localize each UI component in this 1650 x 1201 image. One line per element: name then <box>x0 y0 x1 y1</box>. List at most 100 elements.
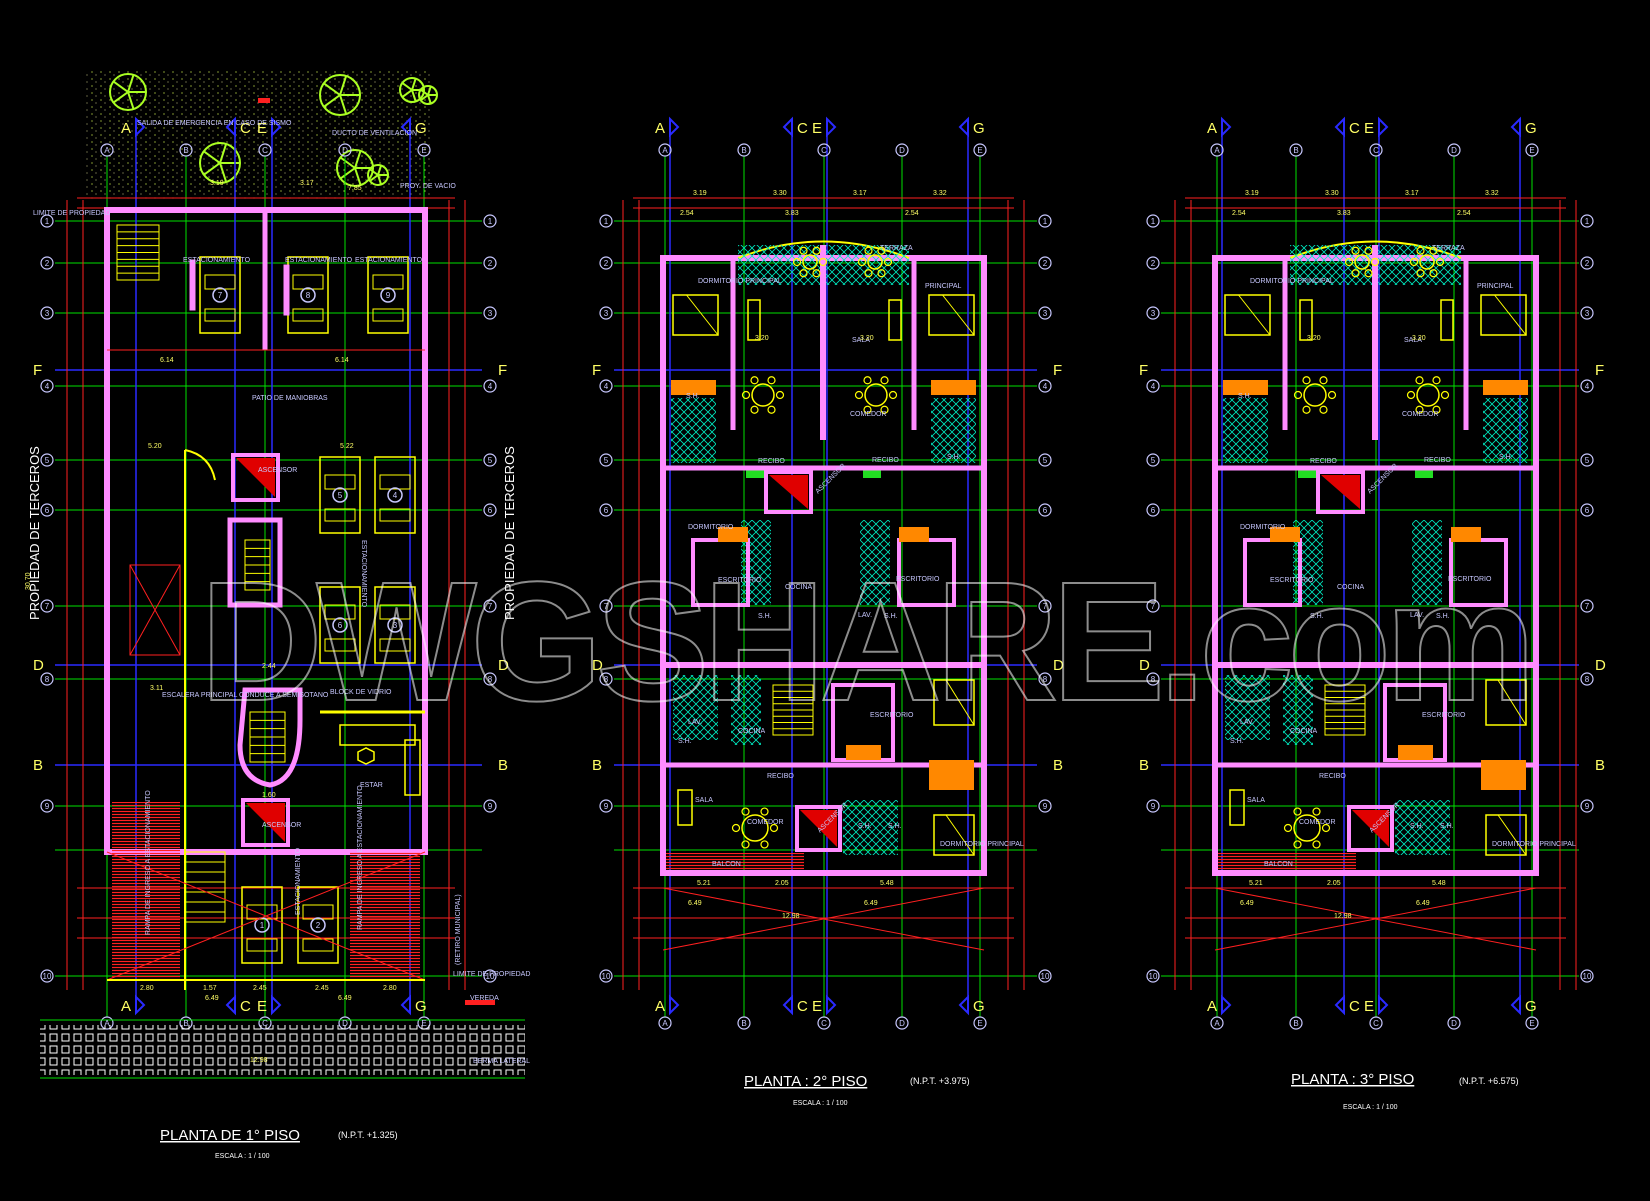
axis-marker-icon <box>1510 994 1521 1016</box>
room-label: S.H. <box>947 454 961 461</box>
grid-bubble <box>40 256 54 270</box>
dining-table-icon <box>1303 383 1327 407</box>
axis-letter: B <box>33 757 43 774</box>
grid-bubble <box>1146 379 1160 393</box>
grid-bubble-label: 1 <box>1151 217 1156 226</box>
chair-icon <box>854 390 864 400</box>
chair-icon <box>857 257 867 267</box>
recibo-marker <box>1298 470 1316 478</box>
chair-icon <box>1344 257 1354 267</box>
room-label: COMEDOR <box>850 411 887 418</box>
axis-letter: A <box>1207 120 1217 137</box>
chair-icon <box>1415 376 1424 385</box>
sofa-icon <box>888 299 902 341</box>
room-label: ESCRITORIO <box>870 712 914 719</box>
room-label: ASCENSOR <box>262 822 301 829</box>
grid-bubble-label: 6 <box>45 506 50 515</box>
plan-3-title-block: PLANTA : 3° PISO (N.P.T. +6.575) ESCALA … <box>1291 1071 1519 1111</box>
chair-icon <box>1293 840 1302 849</box>
grid-bubble <box>1038 672 1052 686</box>
grid-bubble-label: A <box>104 1019 110 1028</box>
grid-bubble <box>817 1016 831 1030</box>
chair-icon <box>750 376 759 385</box>
grid-bubble <box>1580 256 1594 270</box>
grid-bubble-label: D <box>1451 146 1457 155</box>
axis-letter: A <box>655 998 665 1015</box>
grid-bubble <box>417 143 431 157</box>
elevator-shaft <box>795 805 842 852</box>
grid-bubble-label: 10 <box>602 972 611 981</box>
chair-icon <box>1370 257 1380 267</box>
axis-marker-icon <box>782 116 793 138</box>
room-label: SALA <box>1247 797 1265 804</box>
grid-bubble <box>1146 306 1160 320</box>
axis-letter: D <box>33 657 44 674</box>
elevator-icon <box>1352 810 1389 847</box>
axis-letter: E <box>812 120 822 137</box>
grid-bubble <box>1038 256 1052 270</box>
grid-bubble <box>1210 1016 1224 1030</box>
grid-bubble <box>1038 599 1052 613</box>
axis-letter: C <box>1349 120 1360 137</box>
bathroom-hatch <box>671 398 716 463</box>
grid-bubble <box>338 143 352 157</box>
room-label: LIMITE DE PROPIEDAD <box>33 210 110 217</box>
grid-bubble-label: 1 <box>488 217 493 226</box>
balcony-hatch <box>666 853 804 870</box>
car-icon <box>372 308 404 322</box>
car-icon <box>292 308 324 322</box>
bathroom-hatch <box>1483 398 1528 463</box>
room-label: ESCRITORIO <box>1448 576 1492 583</box>
grid-bubble <box>1289 143 1303 157</box>
room-label: S.H. <box>1410 823 1424 830</box>
axis-letter: G <box>973 998 985 1015</box>
grid-bubble <box>1146 969 1160 983</box>
dimension-label: 12.98 <box>1334 913 1352 920</box>
room-label: S.H. <box>758 613 772 620</box>
room-label: S.H. <box>1440 823 1454 830</box>
room-label: COCINA <box>1290 728 1318 735</box>
chair-icon <box>1440 390 1450 400</box>
axis-letter: C <box>797 998 808 1015</box>
sofa-icon <box>339 724 416 746</box>
plan-scale: ESCALA : 1 / 100 <box>1343 1104 1398 1111</box>
room-label: BALCON <box>1264 861 1293 868</box>
grid-bubble <box>1369 143 1383 157</box>
grid-bubble-label: B <box>1293 146 1298 155</box>
dimension-label: 2.05 <box>775 880 789 887</box>
grid-bubble <box>483 256 497 270</box>
dimension-label: 6.49 <box>688 900 702 907</box>
grid-bubble-label: 1 <box>45 217 50 226</box>
axis-marker-icon <box>271 994 282 1016</box>
tree-icon <box>112 80 129 93</box>
tree-icon <box>339 75 348 96</box>
axis-marker-icon <box>135 116 146 138</box>
grid-bubble <box>1038 306 1052 320</box>
room-label: SALA <box>695 797 713 804</box>
grid-bubble-label: B <box>183 146 188 155</box>
plan-1-title-block: PLANTA DE 1° PISO (N.P.T. +1.325) ESCALA… <box>160 1127 398 1160</box>
axis-letter: F <box>592 362 601 379</box>
kitchen-hatch <box>1412 520 1442 605</box>
plan-title: PLANTA : 3° PISO <box>1291 1071 1414 1088</box>
room-label: ASCENSOR <box>258 467 297 474</box>
grid-bubble <box>1038 379 1052 393</box>
chair-icon <box>863 376 872 385</box>
car-icon <box>302 904 334 920</box>
chair-icon <box>1327 390 1337 400</box>
axis-letter: F <box>1053 362 1062 379</box>
car-icon <box>379 638 411 652</box>
plan-2-title-block: PLANTA : 2° PISO (N.P.T. +3.975) ESCALA … <box>744 1073 970 1107</box>
axis-letter: E <box>257 998 267 1015</box>
axis-marker-icon <box>669 994 680 1016</box>
car-icon <box>324 604 356 620</box>
car-icon <box>324 638 356 652</box>
elevator-icon <box>800 810 837 847</box>
parking-number-badge <box>332 487 348 503</box>
bed-icon <box>942 294 975 336</box>
grid-bubble <box>40 672 54 686</box>
grid-bubble-label: 10 <box>1041 972 1050 981</box>
tree-icon <box>377 174 383 185</box>
room-label: TERRAZA <box>880 245 913 252</box>
grid-bubble-label: 5 <box>1043 456 1048 465</box>
